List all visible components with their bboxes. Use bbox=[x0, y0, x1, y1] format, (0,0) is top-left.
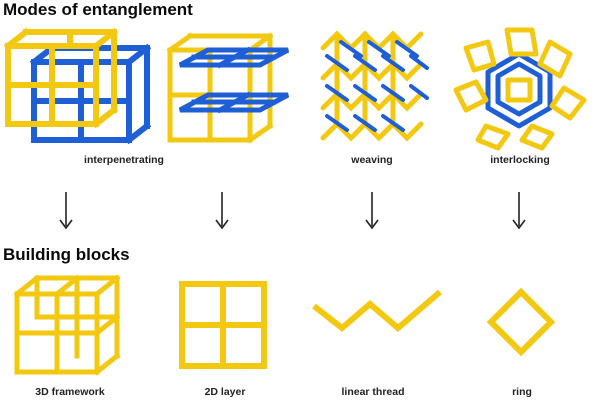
down-arrow-icon bbox=[512, 192, 526, 230]
weaving-figure bbox=[320, 30, 429, 142]
caption-interpenetrating: interpenetrating bbox=[84, 154, 164, 166]
down-arrow-icon bbox=[365, 192, 379, 230]
interpenetrating-figure bbox=[4, 27, 152, 144]
interlocking-figure bbox=[453, 27, 587, 151]
caption-interlocking: interlocking bbox=[490, 154, 550, 166]
down-arrow-icon bbox=[59, 192, 73, 230]
ring-figure bbox=[487, 288, 555, 356]
interpenetrating-layers-figure bbox=[166, 32, 290, 144]
caption-2d-layer: 2D layer bbox=[204, 386, 246, 398]
caption-weaving: weaving bbox=[351, 154, 393, 166]
linear-thread-figure bbox=[312, 289, 442, 332]
3d-framework-figure bbox=[13, 274, 121, 376]
caption-3d-framework: 3D framework bbox=[35, 386, 105, 398]
blocks-heading: Building blocks bbox=[3, 245, 130, 264]
caption-linear-thread: linear thread bbox=[341, 386, 405, 398]
caption-ring: ring bbox=[512, 386, 532, 398]
modes-heading: Modes of entanglement bbox=[3, 0, 193, 19]
down-arrow-icon bbox=[215, 192, 229, 230]
2d-layer-figure bbox=[179, 281, 267, 369]
